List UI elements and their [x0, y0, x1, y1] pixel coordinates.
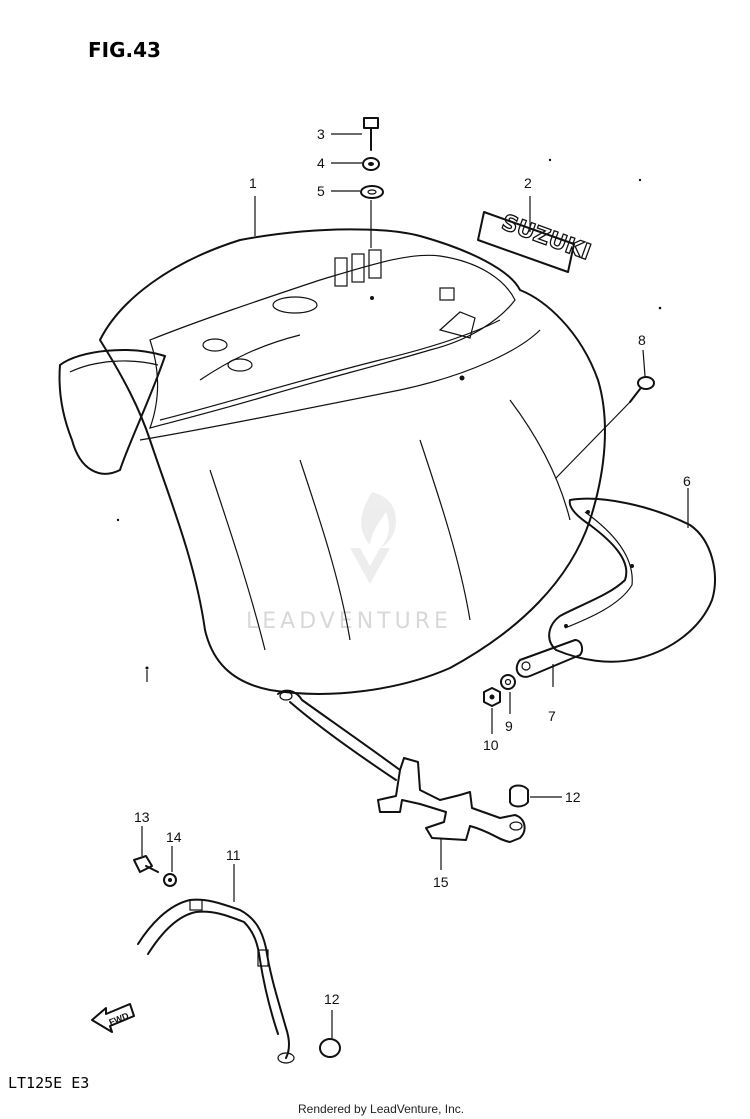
washer-5 [360, 185, 384, 199]
callout-15: 15 [433, 874, 449, 890]
callout-2: 2 [524, 175, 532, 191]
leader-lines [141, 133, 689, 1038]
nut-10 [483, 687, 501, 707]
forward-arrow-icon: FWD [91, 1003, 135, 1033]
scan-specks [116, 158, 662, 682]
callout-3: 3 [317, 126, 325, 142]
callout-12-lower: 12 [324, 991, 340, 1007]
watermark-logo [350, 492, 396, 584]
callout-9: 9 [505, 718, 513, 734]
fender-stay-11 [137, 898, 295, 1064]
callout-14: 14 [166, 829, 182, 845]
rear-fender [58, 228, 606, 695]
emblem-text: SUZUKI [498, 210, 594, 265]
callout-13: 13 [134, 809, 150, 825]
callout-7: 7 [548, 708, 556, 724]
callout-10: 10 [483, 737, 499, 753]
callout-12-upper: 12 [565, 789, 581, 805]
mud-flap-6 [548, 497, 716, 663]
model-code: LT125E E3 [8, 1074, 89, 1092]
screw-8 [555, 376, 655, 479]
callout-1: 1 [249, 175, 257, 191]
callout-6: 6 [683, 473, 691, 489]
cap-12-lower [319, 1038, 341, 1058]
install-line [555, 401, 631, 479]
nut-4 [362, 157, 380, 171]
callout-5: 5 [317, 183, 325, 199]
washer-9 [500, 674, 516, 690]
cap-12-upper [509, 784, 529, 808]
fender-stay-15 [277, 689, 526, 843]
callout-11: 11 [226, 847, 241, 863]
washer-14 [163, 873, 177, 887]
watermark-text: LEADVENTURE [246, 609, 452, 634]
callout-8: 8 [638, 332, 646, 348]
callout-4: 4 [317, 155, 325, 171]
bolt-3 [363, 117, 379, 151]
figure-title: FIG.43 [88, 38, 161, 62]
suzuki-emblem: SUZUKI [477, 210, 595, 273]
render-credit: Rendered by LeadVenture, Inc. [298, 1102, 464, 1116]
flap-bracket-7 [515, 639, 584, 678]
bolt-13 [133, 855, 159, 873]
